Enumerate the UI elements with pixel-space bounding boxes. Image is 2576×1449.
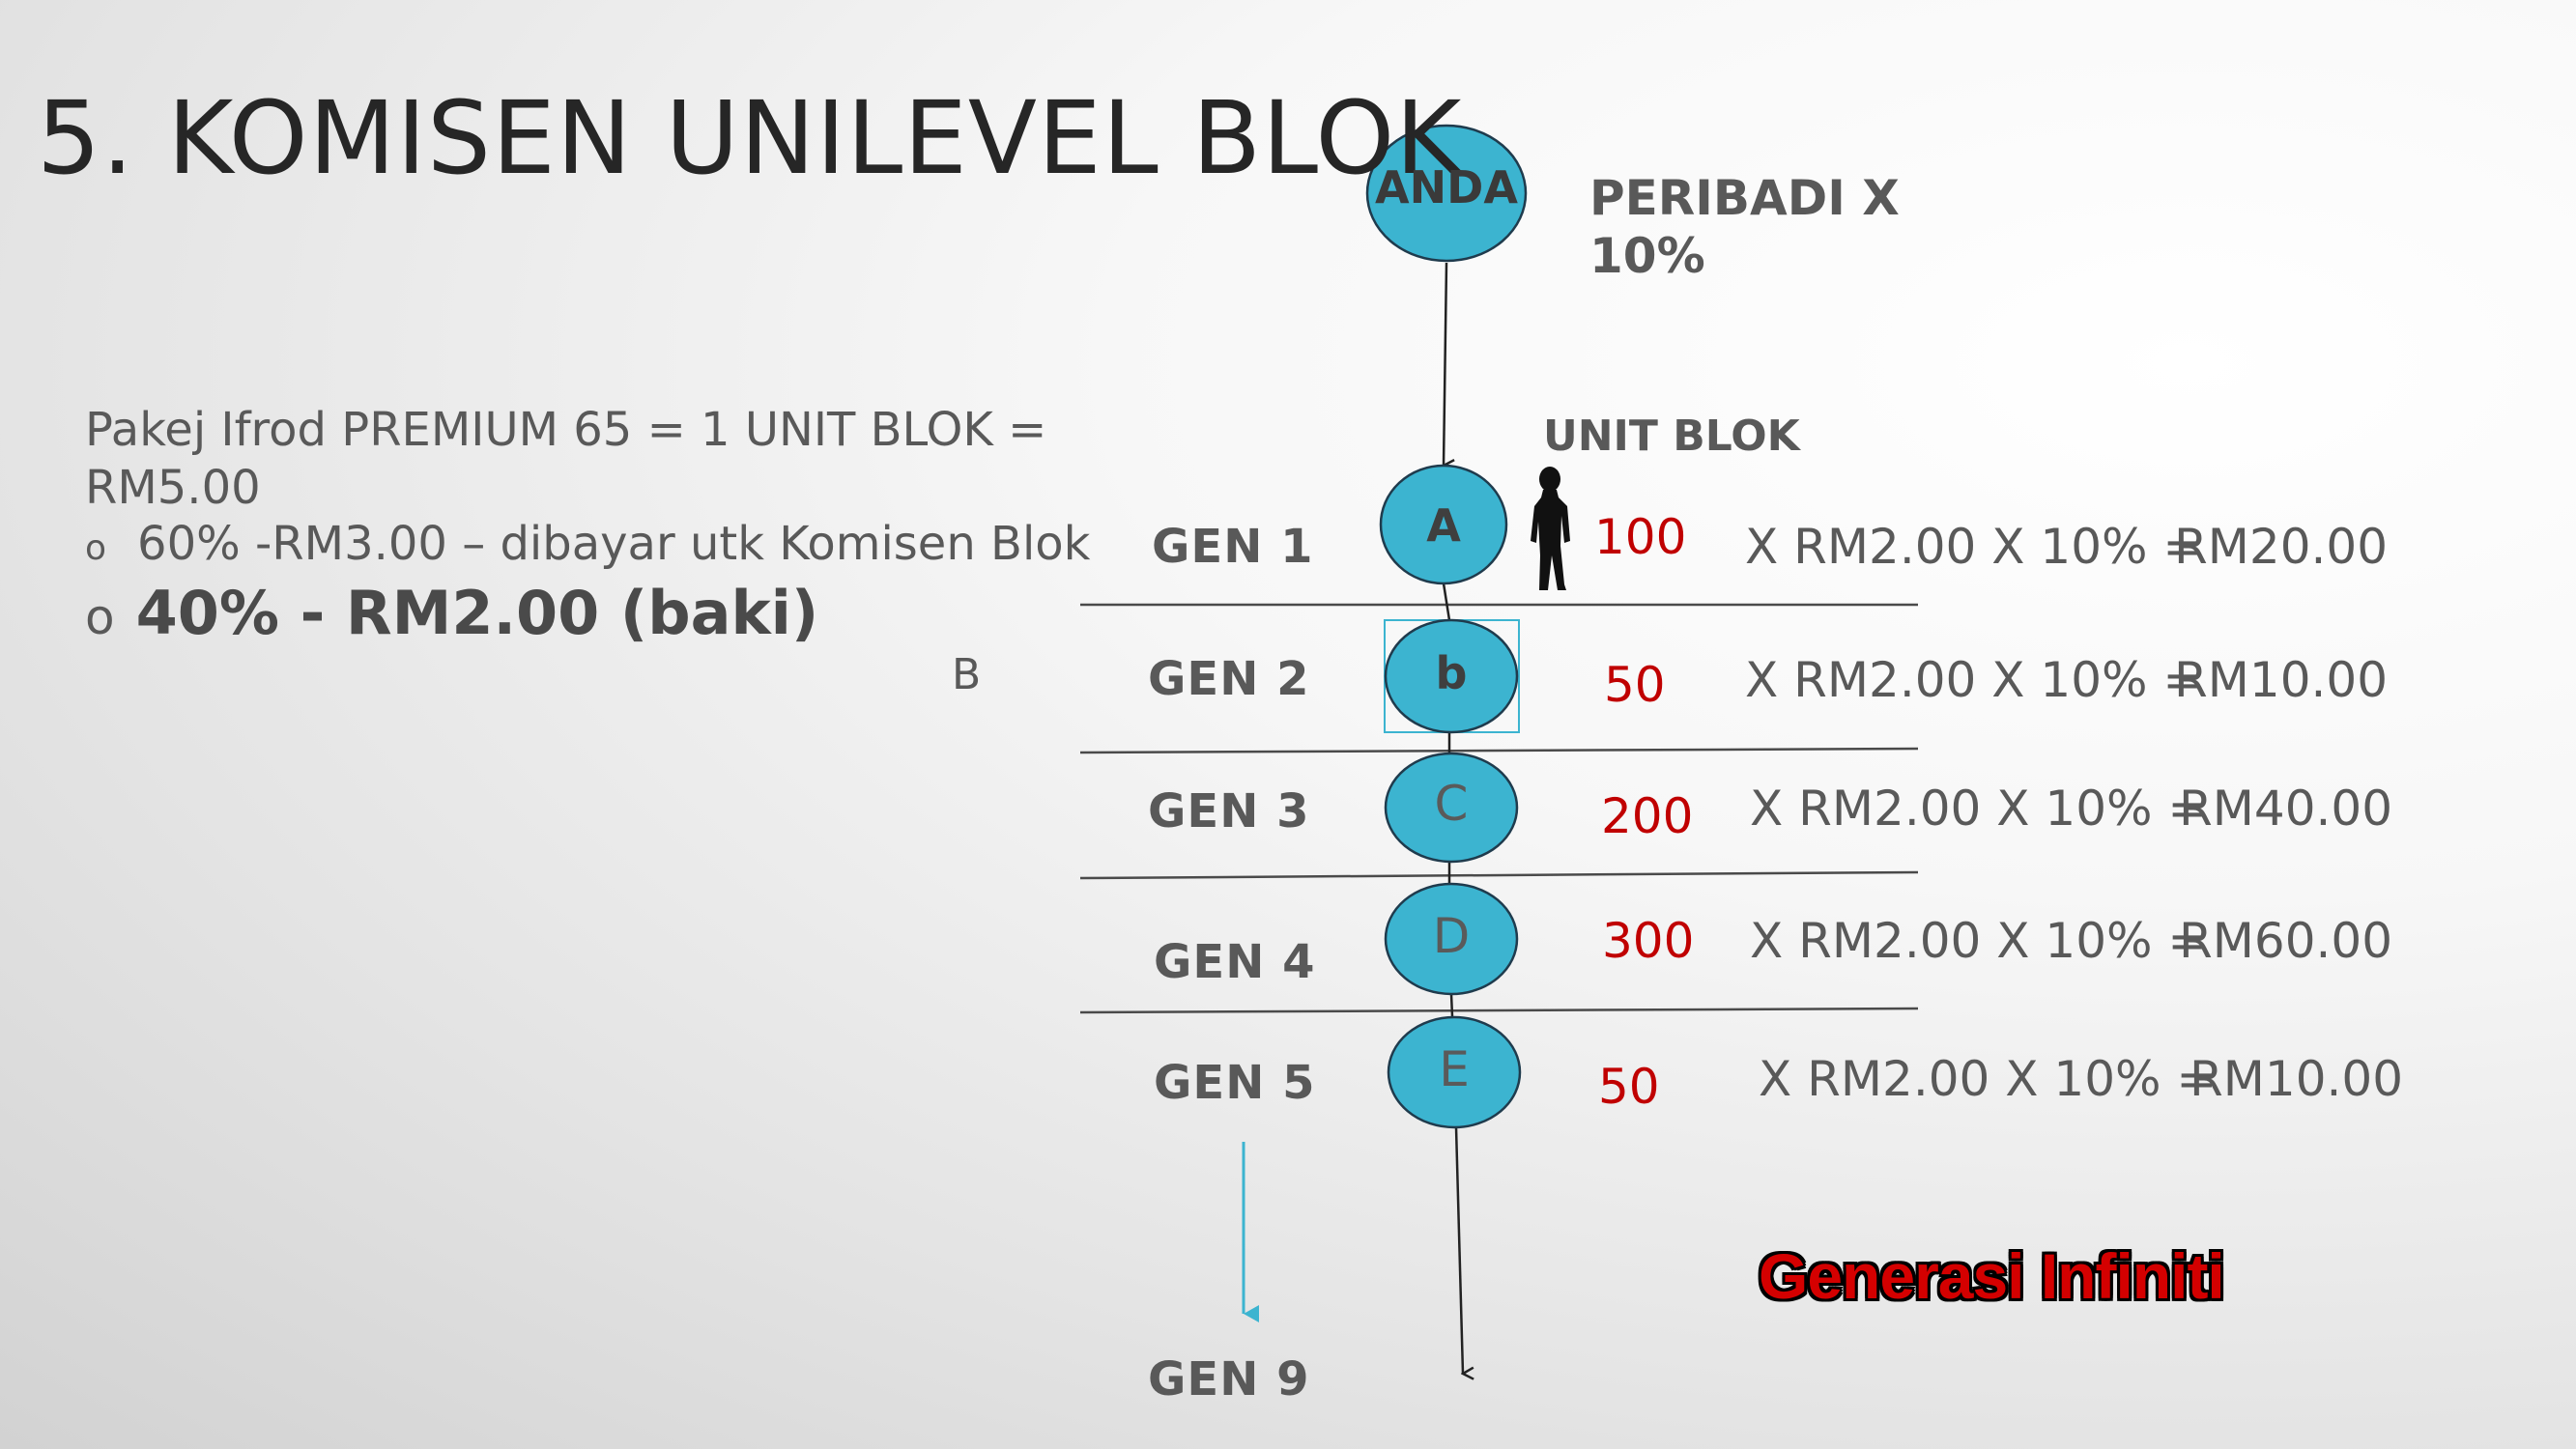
node-anda-label: ANDA xyxy=(1375,161,1518,213)
page-title: 5. KOMISEN UNILEVEL BLOK xyxy=(37,79,1463,197)
node-b-label: b xyxy=(1435,647,1468,699)
connector xyxy=(1449,993,1454,1017)
calc-result: RM60.00 xyxy=(2179,913,2393,969)
calc-result: RM40.00 xyxy=(2179,781,2393,837)
node-e-label: E xyxy=(1439,1041,1470,1097)
gen-label: GEN 5 xyxy=(1154,1056,1316,1110)
package-line-1: Pakej Ifrod PREMIUM 65 = 1 UNIT BLOK = xyxy=(85,403,1047,457)
calc-result: RM10.00 xyxy=(2190,1051,2404,1107)
node-c-label: C xyxy=(1434,776,1469,832)
bullet-60-text: 60% -RM3.00 – dibayar utk Komisen Blok xyxy=(137,517,1091,571)
node-a xyxy=(1379,464,1508,585)
bullet-60: o 60% -RM3.00 – dibayar utk Komisen Blok xyxy=(85,517,1090,571)
node-b xyxy=(1384,618,1519,734)
calc-formula: X RM2.00 X 10% = xyxy=(1750,913,2209,969)
calc-formula: X RM2.00 X 10% = xyxy=(1750,781,2209,837)
node-d-label: D xyxy=(1432,908,1471,964)
bullet-marker: o xyxy=(85,528,107,568)
node-anda xyxy=(1365,124,1528,263)
gen-label: GEN 2 xyxy=(1148,652,1310,706)
gen-label: GEN 4 xyxy=(1154,935,1316,989)
connector xyxy=(1442,582,1451,621)
gen-label: GEN 1 xyxy=(1152,520,1314,574)
unit-count: 50 xyxy=(1598,1059,1660,1115)
node-d xyxy=(1384,882,1519,996)
unit-count: 300 xyxy=(1602,913,1695,969)
unit-count: 100 xyxy=(1594,509,1687,565)
bullet-marker: o xyxy=(85,589,115,645)
bullet-40: o 40% - RM2.00 (baki) xyxy=(85,578,818,648)
bullet-40-text: 40% - RM2.00 (baki) xyxy=(135,578,819,648)
brand-wordart: Generasi Infiniti xyxy=(1759,1240,2225,1312)
peribadi-line-1: PERIBADI X xyxy=(1589,170,1900,226)
calc-formula: X RM2.00 X 10% = xyxy=(1745,652,2204,708)
calc-formula: X RM2.00 X 10% = xyxy=(1745,519,2204,575)
stray-label: B xyxy=(952,650,982,699)
unit-count: 200 xyxy=(1601,788,1694,844)
node-c xyxy=(1384,752,1519,864)
node-a-label: A xyxy=(1426,499,1461,552)
package-line-2: RM5.00 xyxy=(85,461,261,515)
connector-arrow xyxy=(1444,262,1446,466)
node-e xyxy=(1387,1015,1522,1129)
gen-label-last: GEN 9 xyxy=(1148,1352,1310,1406)
calc-result: RM10.00 xyxy=(2174,652,2389,708)
unit-count: 50 xyxy=(1604,657,1666,713)
peribadi-line-2: 10% xyxy=(1589,228,1705,284)
package-description: Pakej Ifrod PREMIUM 65 = 1 UNIT BLOK = R… xyxy=(85,401,1046,517)
peribadi-label: PERIBADI X 10% xyxy=(1589,169,1900,285)
gen-label: GEN 3 xyxy=(1148,784,1310,838)
row-divider xyxy=(1079,747,1919,754)
connector-arrow-down xyxy=(1454,1126,1463,1374)
calc-result: RM20.00 xyxy=(2174,519,2389,575)
person-silhouette-icon xyxy=(1531,467,1570,590)
row-divider xyxy=(1079,1007,1919,1014)
row-divider xyxy=(1079,870,1919,880)
calc-formula: X RM2.00 X 10% = xyxy=(1759,1051,2218,1107)
unit-blok-header: UNIT BLOK xyxy=(1543,412,1800,461)
